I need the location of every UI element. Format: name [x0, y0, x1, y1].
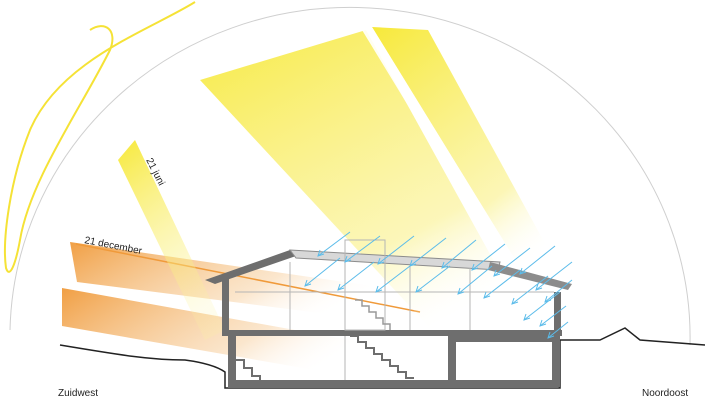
- diffuse-arrow: [539, 305, 567, 327]
- diffuse-arrow: [523, 291, 561, 321]
- diffuse-arrow: [415, 265, 451, 293]
- diffuse-arrow: [547, 321, 569, 339]
- summer-beam-gap: [362, 27, 540, 306]
- diffuse-arrow: [375, 265, 411, 293]
- diffuse-arrow: [317, 231, 351, 257]
- northeast-label: Noordoost: [642, 388, 688, 399]
- diffuse-arrow: [544, 279, 573, 303]
- upper-wall-left: [222, 278, 229, 333]
- roof-right: [488, 262, 572, 290]
- diffuse-arrow: [511, 275, 549, 305]
- basement-floor: [228, 380, 558, 388]
- basement-steps: [236, 359, 261, 380]
- winter-beam-upper: [70, 242, 390, 322]
- winter-beam-lower: [62, 288, 378, 380]
- basement-wall-left: [228, 335, 236, 387]
- diffuse-arrow: [441, 239, 477, 269]
- sky-dome-arc: [9, 6, 691, 346]
- basement-partition: [448, 335, 456, 387]
- summer-sun-beams: [118, 27, 565, 355]
- summer-beam-narrow: [372, 27, 565, 300]
- stairs-upper: [355, 299, 391, 330]
- diffuse-arrow: [535, 261, 573, 291]
- diffuse-arrow: [483, 269, 521, 299]
- diffuse-arrow: [519, 245, 556, 275]
- summer-beam-thin: [118, 140, 225, 340]
- diffuse-arrow: [344, 235, 381, 263]
- diffuse-arrow: [377, 235, 415, 265]
- diffuse-light-arrows: [304, 231, 573, 339]
- ground-floor-slab: [222, 330, 562, 336]
- sun-path-curve: [4, 1, 196, 273]
- stairs: [350, 335, 414, 379]
- basement-wall-right: [552, 335, 560, 387]
- summer-beam-main: [200, 30, 532, 355]
- diffuse-arrow: [457, 265, 493, 295]
- diffuse-arrow: [304, 257, 341, 287]
- diffuse-arrow: [471, 243, 506, 271]
- southwest-label: Zuidwest: [58, 388, 98, 399]
- diffuse-arrow: [337, 261, 375, 291]
- basement-partition-top: [448, 335, 558, 342]
- diffuse-arrow: [493, 247, 531, 277]
- roof: [205, 250, 296, 284]
